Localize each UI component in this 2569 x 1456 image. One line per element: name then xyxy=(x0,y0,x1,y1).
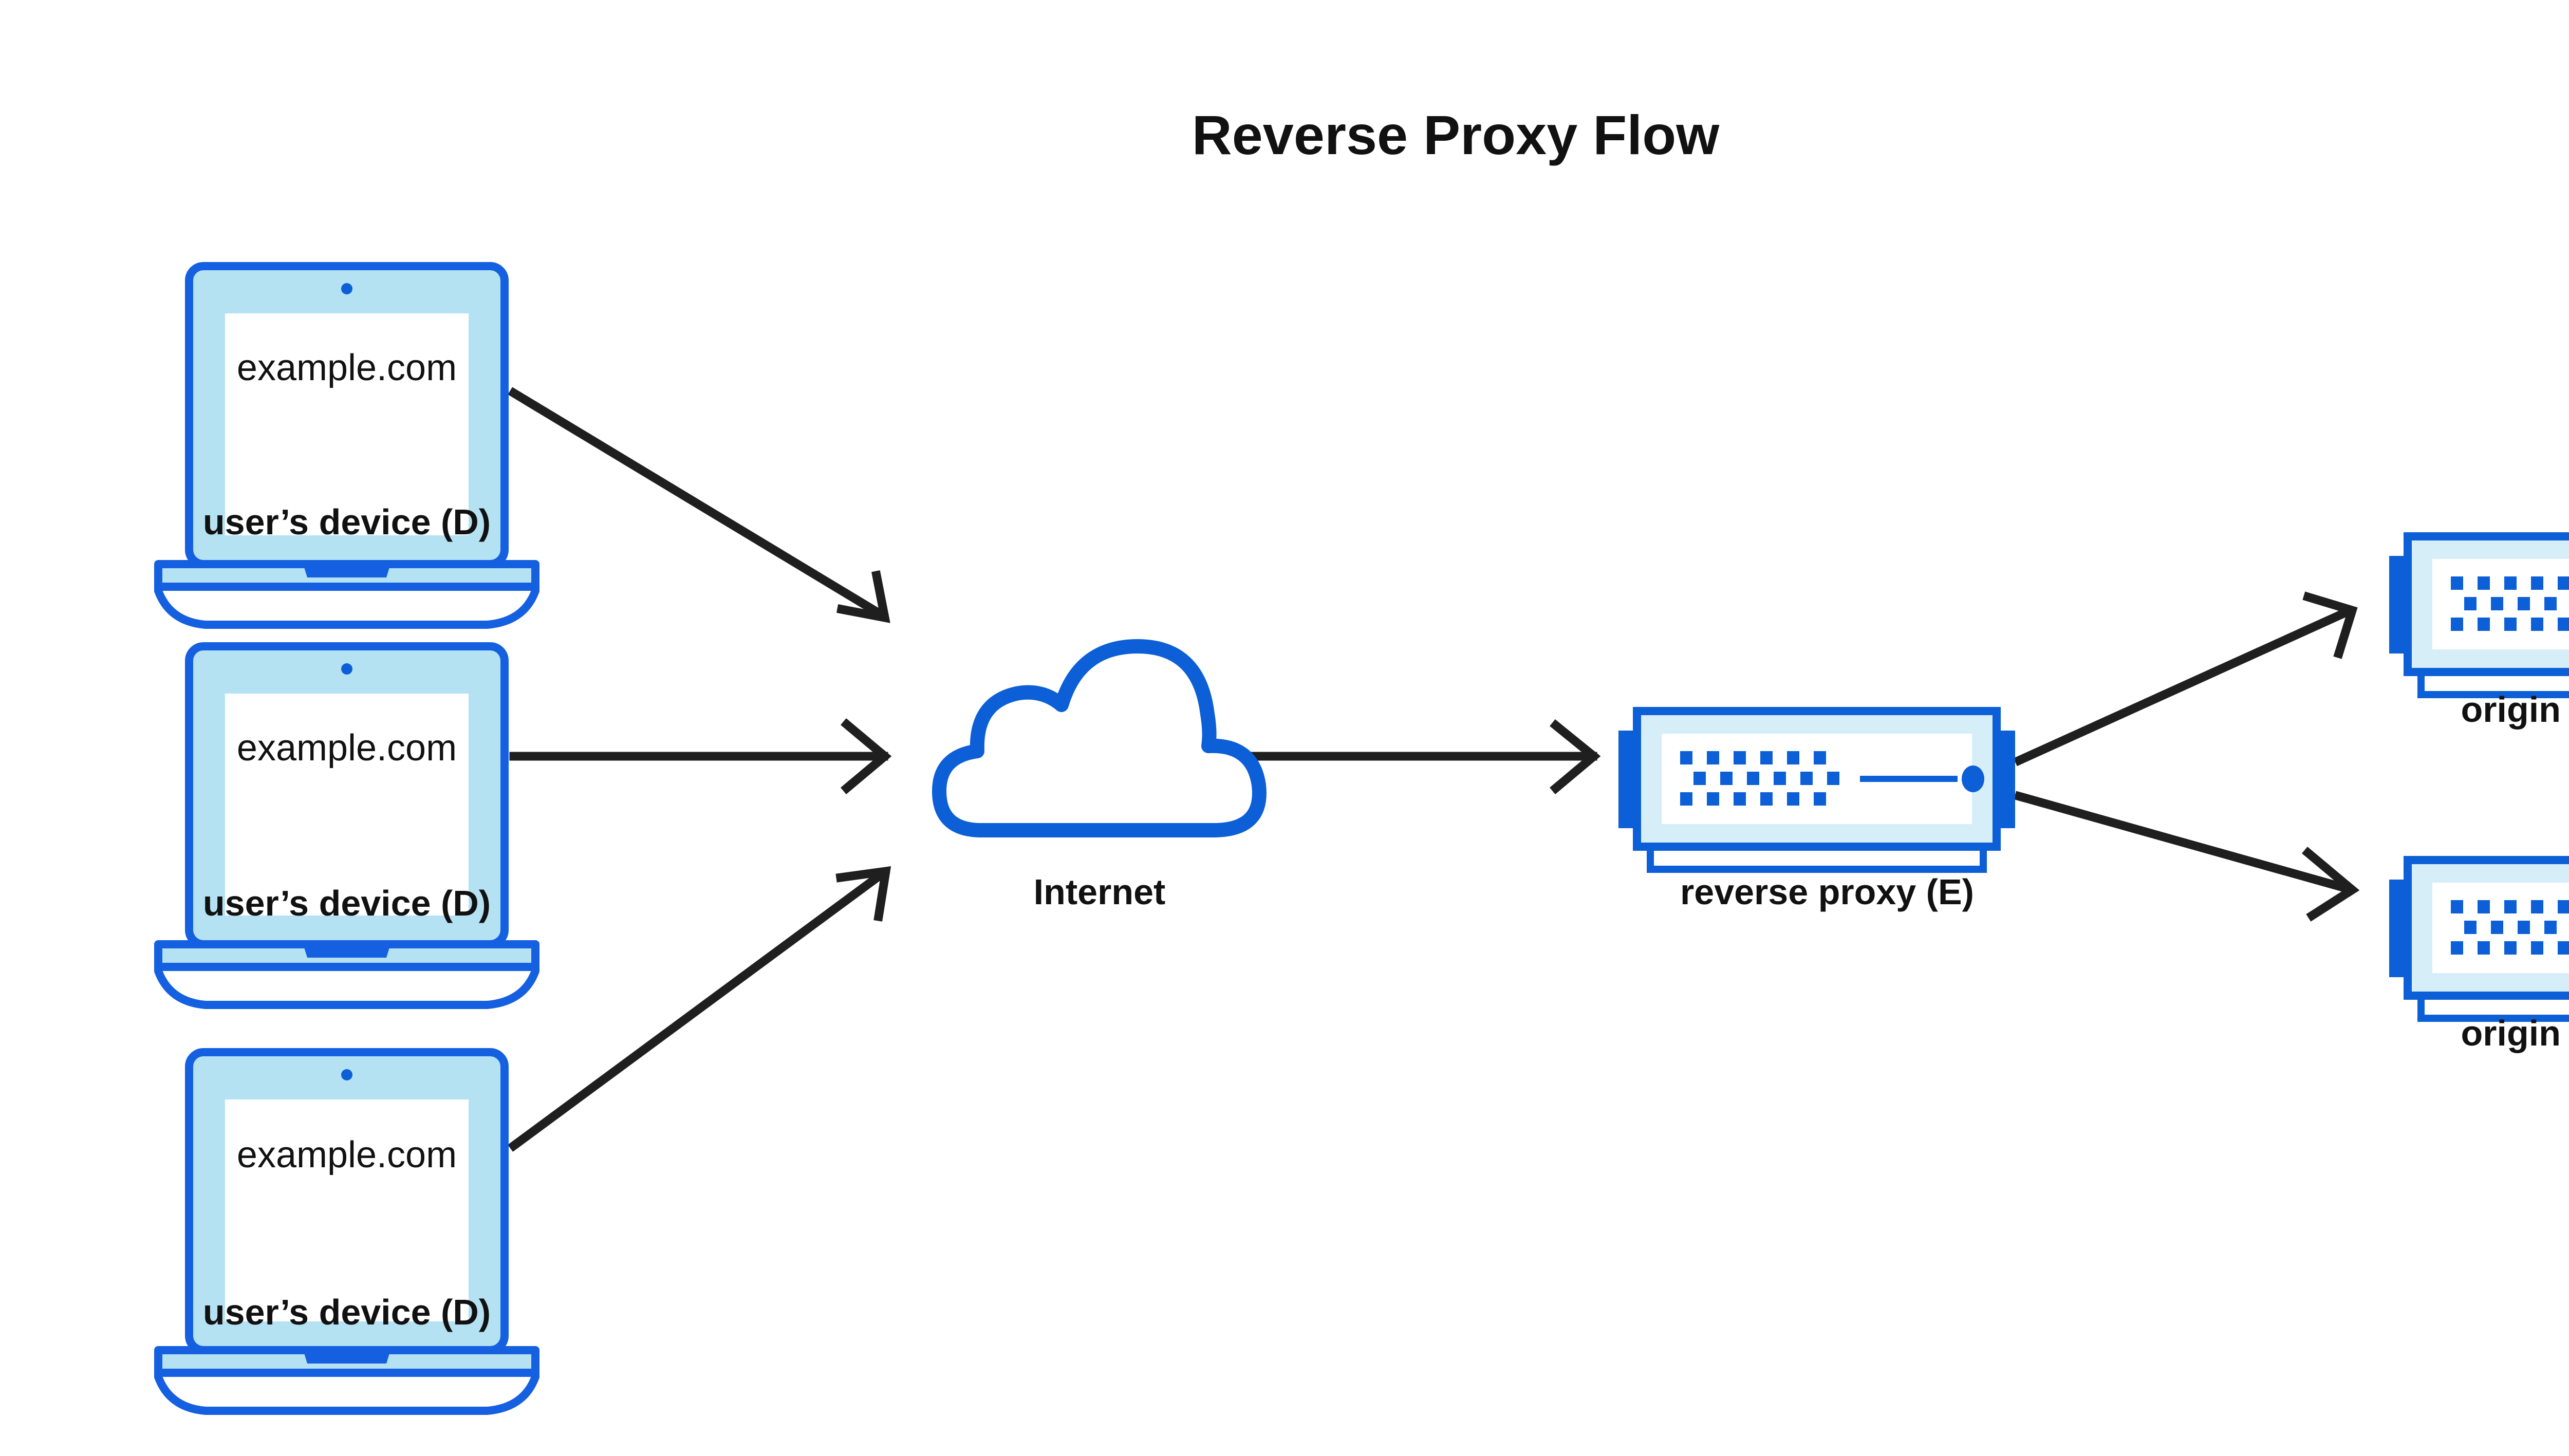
origin-server-label: origin server (F) xyxy=(2461,1013,2569,1053)
device-screen-text: example.com xyxy=(237,347,457,388)
edge-device1-cloud xyxy=(508,387,890,623)
device-label: user’s device (D) xyxy=(203,1292,491,1332)
node-origin-server-2[interactable]: origin server (F) xyxy=(2389,860,2569,1053)
edge-cloud-proxy xyxy=(1228,719,1601,794)
cloud-icon xyxy=(939,646,1259,830)
edge-device3-cloud xyxy=(508,866,891,1152)
edge-device2-cloud xyxy=(509,718,892,794)
device-label: user’s device (D) xyxy=(203,502,491,542)
node-origin-server-1[interactable]: origin server (F) xyxy=(2389,536,2569,730)
cloud-label: Internet xyxy=(1034,872,1166,912)
node-device-1[interactable]: example.com user’s device (D) xyxy=(158,266,535,625)
edges-layer xyxy=(508,387,2360,1152)
device-screen-text: example.com xyxy=(237,1134,457,1175)
node-internet-cloud[interactable]: Internet xyxy=(939,646,1259,912)
node-device-3[interactable]: example.com user’s device (D) xyxy=(158,1052,535,1411)
device-label: user’s device (D) xyxy=(203,883,491,923)
node-device-2[interactable]: example.com user’s device (D) xyxy=(158,646,535,1005)
server-icon xyxy=(1618,711,2015,869)
device-screen-text: example.com xyxy=(237,727,457,769)
node-reverse-proxy[interactable]: reverse proxy (E) xyxy=(1618,711,2015,912)
laptop-icon xyxy=(158,1052,535,1411)
server-icon xyxy=(2389,860,2569,1018)
edge-proxy-origin1 xyxy=(2013,591,2358,767)
page-title: Reverse Proxy Flow xyxy=(1192,104,1720,166)
server-icon xyxy=(2389,536,2569,695)
edge-proxy-origin2 xyxy=(2014,791,2360,922)
laptop-icon xyxy=(158,646,535,1005)
origin-server-label: origin server (F) xyxy=(2461,689,2569,730)
reverse-proxy-label: reverse proxy (E) xyxy=(1680,872,1974,912)
laptop-icon xyxy=(158,266,535,625)
